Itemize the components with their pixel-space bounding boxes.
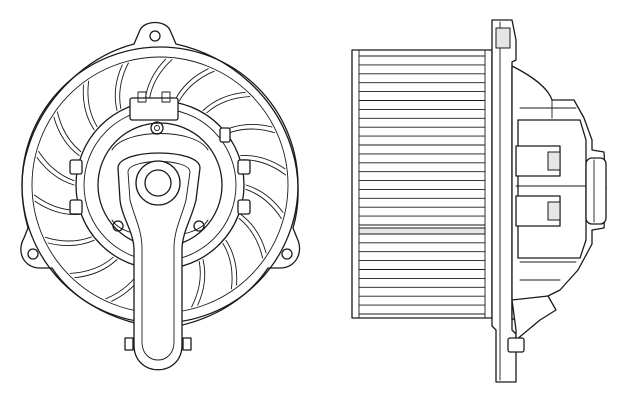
fan-blade — [82, 84, 95, 131]
end-bell — [585, 157, 607, 225]
fan-blade — [245, 184, 284, 213]
fan-blade-edge — [206, 96, 251, 114]
motor-housing-step — [519, 99, 577, 281]
fan-blade — [36, 157, 75, 186]
fan-blade-edge — [69, 256, 114, 274]
fan-blade-edge — [44, 236, 92, 242]
fan-blade-edge — [245, 188, 282, 220]
shaft — [144, 169, 172, 197]
fan-blade-edge — [148, 59, 173, 101]
bracket-clip — [507, 337, 525, 353]
fan-blade-edge — [87, 80, 98, 127]
fan-blade — [202, 91, 246, 111]
shaft-boss — [135, 160, 181, 206]
impeller-band — [358, 227, 486, 235]
connector-pin-upper — [547, 151, 561, 171]
front-view — [20, 21, 301, 371]
mount-hole-right — [281, 248, 293, 260]
fan-blade-edge — [191, 261, 201, 308]
duct-tab-right — [182, 337, 192, 351]
motor-cap — [517, 119, 587, 259]
fan-blade — [225, 239, 238, 286]
mount-hole-left — [27, 248, 39, 260]
fan-blade — [240, 155, 286, 170]
terminal-pin-2 — [161, 91, 171, 103]
plate-cap — [495, 27, 511, 49]
fan-blade-edge — [238, 217, 264, 259]
terminal-screw-core — [154, 125, 160, 131]
clip-right-lower — [237, 199, 251, 215]
terminal-pin-1 — [137, 91, 147, 103]
fan-blade — [53, 116, 80, 157]
mounting-plate — [491, 19, 517, 383]
duct-screw-left — [112, 220, 124, 232]
fan-blade — [174, 68, 209, 101]
lower-bracket — [511, 295, 557, 341]
fan-blade — [114, 64, 123, 111]
duct-tab-left — [124, 337, 134, 351]
clip-left-lower — [69, 199, 83, 215]
fan-blade-edge — [38, 150, 75, 182]
impeller-cage — [351, 49, 493, 319]
fan-blade — [197, 259, 206, 306]
terminal-screw — [150, 121, 164, 135]
fan-blade-edge — [178, 70, 215, 102]
fan-blade — [74, 259, 118, 279]
clip-left-upper — [69, 159, 83, 175]
clip-right-upper — [237, 159, 251, 175]
mount-hole-top — [149, 30, 161, 42]
terminal-block — [129, 97, 179, 121]
side-view — [351, 19, 607, 383]
duct-screw-right — [193, 220, 205, 232]
impeller-vane-group — [358, 55, 486, 315]
fan-blade-edge — [222, 243, 233, 290]
fan-blade — [240, 213, 267, 254]
fan-blade-edge — [56, 111, 82, 153]
fan-blade-edge — [228, 128, 276, 134]
fan-blade-edge — [119, 62, 129, 109]
cooling-duct-inner — [127, 161, 191, 361]
cooling-duct — [117, 152, 201, 371]
clip-top-left — [219, 127, 231, 143]
connector-pin-lower — [547, 201, 561, 221]
fan-blade — [47, 239, 95, 247]
